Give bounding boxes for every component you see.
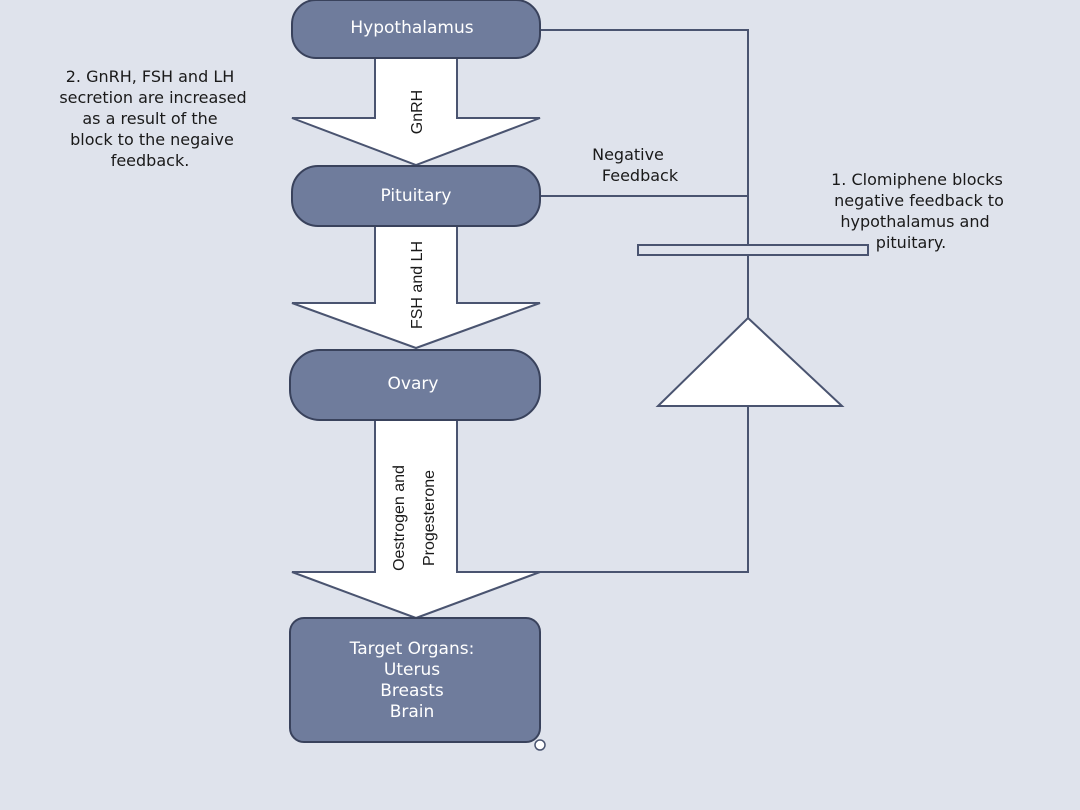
fsh-lh-arrow — [291, 225, 541, 350]
negative-feedback-label: Negative Feedback — [592, 145, 679, 185]
pituitary-label: Pituitary — [381, 186, 452, 206]
feedback-line-ovary — [540, 406, 749, 573]
increase-note-line2: secretion are increased — [59, 88, 246, 107]
feedback-triangle — [655, 316, 845, 407]
pituitary-node: Pituitary — [291, 165, 541, 227]
increase-note-line3: as a result of the — [82, 109, 217, 128]
clomiphene-note-line3: hypothalamus and — [840, 212, 989, 231]
negative-feedback-line1: Negative — [592, 145, 664, 164]
increase-note-line5: feedback. — [111, 151, 190, 170]
negative-feedback-line2: Feedback — [602, 166, 679, 185]
increase-note: 2. GnRH, FSH and LH secretion are increa… — [59, 67, 246, 170]
target-organs-title: Target Organs: — [349, 639, 475, 659]
hypothalamus-node: Hypothalamus — [291, 0, 541, 59]
increase-note-line1: 2. GnRH, FSH and LH — [66, 67, 235, 86]
target-organ-brain: Brain — [390, 702, 435, 722]
clomiphene-note-line1: 1. Clomiphene blocks — [831, 170, 1003, 189]
feedback-line-hypothalamus — [540, 29, 749, 318]
gnrh-arrow-label: GnRH — [409, 90, 426, 134]
clomiphene-note-line2: negative feedback to — [834, 191, 1004, 210]
ovary-label: Ovary — [388, 374, 439, 394]
hormones-arrow-label-line2: Progesterone — [421, 470, 438, 566]
target-organs-node: Target Organs: Uterus Breasts Brain — [289, 617, 541, 743]
gnrh-arrow — [291, 55, 541, 167]
target-organ-breasts: Breasts — [380, 681, 444, 701]
fsh-lh-arrow-label: FSH and LH — [409, 241, 426, 329]
feedback-block-bar — [637, 244, 869, 256]
ovary-node: Ovary — [289, 349, 541, 421]
hormones-arrow-label-line1: Oestrogen and — [391, 465, 408, 571]
hypothalamus-label: Hypothalamus — [350, 18, 473, 38]
hormones-arrow — [291, 417, 541, 620]
increase-note-line4: block to the negaive — [70, 130, 234, 149]
target-organ-uterus: Uterus — [384, 660, 440, 680]
selection-handle[interactable] — [534, 739, 546, 751]
clomiphene-note-line4: pituitary. — [876, 233, 946, 252]
clomiphene-note: 1. Clomiphene blocks negative feedback t… — [831, 170, 1004, 252]
